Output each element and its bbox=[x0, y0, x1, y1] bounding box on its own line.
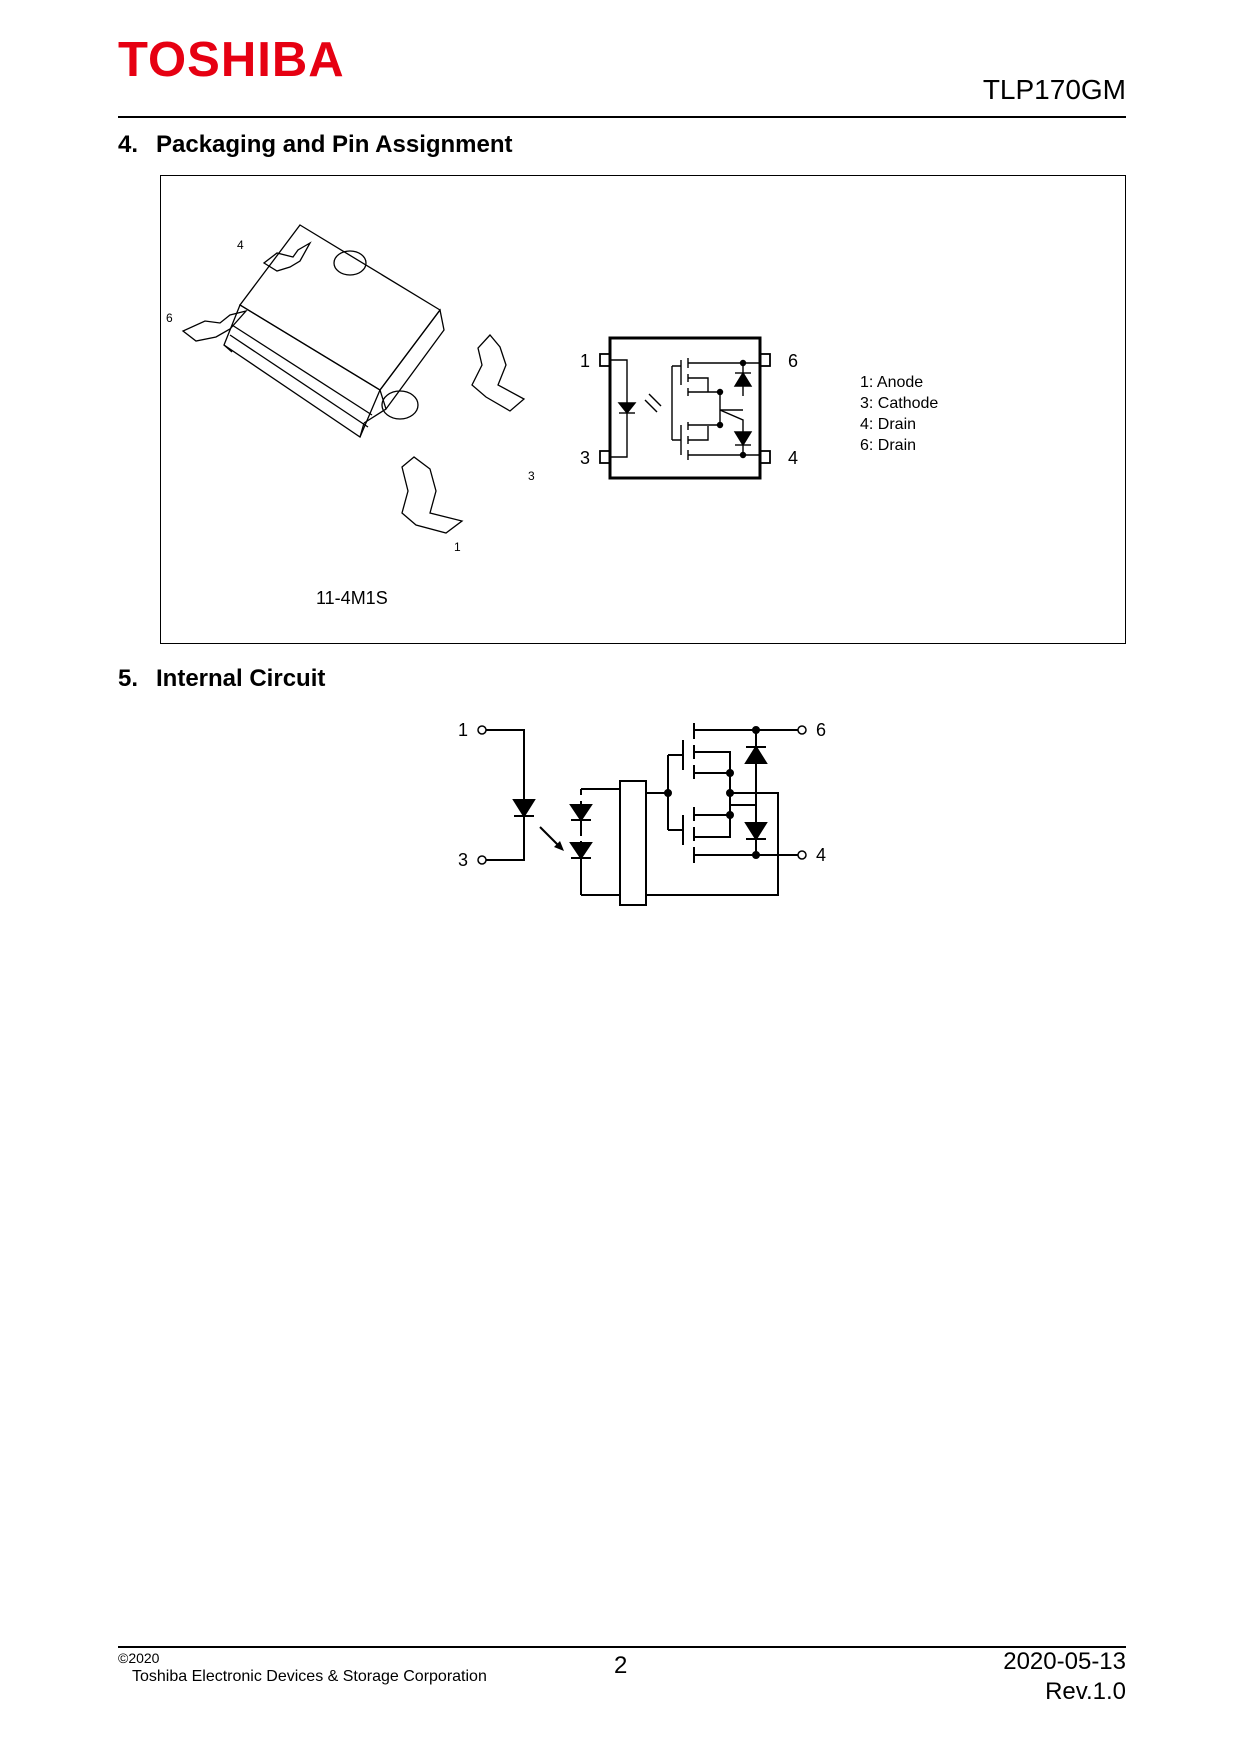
section-4-number: 4. bbox=[118, 131, 139, 158]
schematic-pad-4 bbox=[759, 450, 771, 464]
body-diode-bottom bbox=[744, 822, 768, 841]
footer-date: 2020-05-13 bbox=[1003, 1648, 1126, 1675]
schematic-body-diode-bottom bbox=[733, 431, 753, 447]
body-diode-top bbox=[744, 745, 768, 764]
schematic-pad-6 bbox=[759, 353, 771, 367]
section-4-heading: 4. Packaging and Pin Assignment bbox=[118, 133, 513, 157]
pin-list-item: 1: Anode bbox=[860, 374, 924, 391]
packaging-figure-box bbox=[160, 175, 1126, 644]
schematic-package-outline bbox=[608, 336, 762, 480]
package-pin-label-4: 4 bbox=[237, 238, 244, 252]
section-5-title: Internal Circuit bbox=[156, 665, 326, 692]
circuit-pin-label-1: 1 bbox=[458, 720, 468, 740]
internal-circuit-diagram: 1 3 6 4 bbox=[458, 720, 826, 906]
section-5-number: 5. bbox=[118, 665, 139, 692]
package-pin-label-3: 3 bbox=[528, 469, 535, 483]
package-lead-4 bbox=[262, 241, 312, 272]
input-led-symbol bbox=[512, 799, 536, 818]
package-drawing: 4 6 3 1 bbox=[166, 224, 535, 554]
package-lead-6 bbox=[181, 309, 248, 342]
photodiode-bottom bbox=[569, 842, 593, 860]
header-rule bbox=[118, 116, 1126, 118]
schematic-pin-label-3: 3 bbox=[580, 448, 590, 468]
circuit-pin-label-4: 4 bbox=[816, 845, 826, 865]
footer-page-number: 2 bbox=[614, 1652, 628, 1679]
package-dimple-top bbox=[333, 250, 367, 276]
schematic-pin-label-6: 6 bbox=[788, 351, 798, 371]
pin-list-item: 6: Drain bbox=[860, 437, 917, 454]
circuit-pin-label-6: 6 bbox=[816, 720, 826, 740]
package-pin-label-6: 6 bbox=[166, 311, 173, 325]
schematic-body-diode-top bbox=[733, 371, 753, 387]
footer-revision: Rev.1.0 bbox=[1045, 1678, 1126, 1705]
circuit-pin-label-3: 3 bbox=[458, 850, 468, 870]
package-code: 11-4M1S bbox=[316, 588, 388, 608]
pin-assignment-schematic: 1 3 6 4 bbox=[580, 336, 798, 480]
terminal-6 bbox=[797, 725, 807, 735]
terminal-3 bbox=[477, 855, 487, 865]
control-circuit-block bbox=[619, 780, 647, 906]
footer-company: Toshiba Electronic Devices & Storage Cor… bbox=[132, 1668, 487, 1685]
package-lead-1 bbox=[401, 456, 464, 534]
package-lead-3 bbox=[471, 334, 526, 412]
toshiba-logo: TOSHIBA bbox=[118, 33, 345, 87]
section-5-heading: 5. Internal Circuit bbox=[118, 667, 325, 691]
schematic-led-symbol bbox=[617, 402, 637, 415]
pin-list-item: 4: Drain bbox=[860, 416, 917, 433]
terminal-1 bbox=[477, 725, 487, 735]
pin-list: 1: Anode 3: Cathode 4: Drain 6: Drain bbox=[860, 372, 938, 456]
pin-list-item: 3: Cathode bbox=[860, 395, 939, 412]
footer-copyright: ©2020 bbox=[118, 1650, 160, 1666]
terminal-4 bbox=[797, 850, 807, 860]
package-pin-label-1: 1 bbox=[454, 540, 461, 554]
package-side-face-left bbox=[223, 304, 381, 438]
package-dimple-bottom bbox=[381, 390, 419, 420]
section-4-title: Packaging and Pin Assignment bbox=[156, 131, 513, 158]
footer-rule bbox=[118, 1646, 1126, 1648]
part-number: TLP170GM bbox=[982, 74, 1126, 105]
schematic-pin-label-1: 1 bbox=[580, 351, 590, 371]
schematic-pin-label-4: 4 bbox=[788, 448, 798, 468]
photodiode-top bbox=[569, 804, 593, 822]
